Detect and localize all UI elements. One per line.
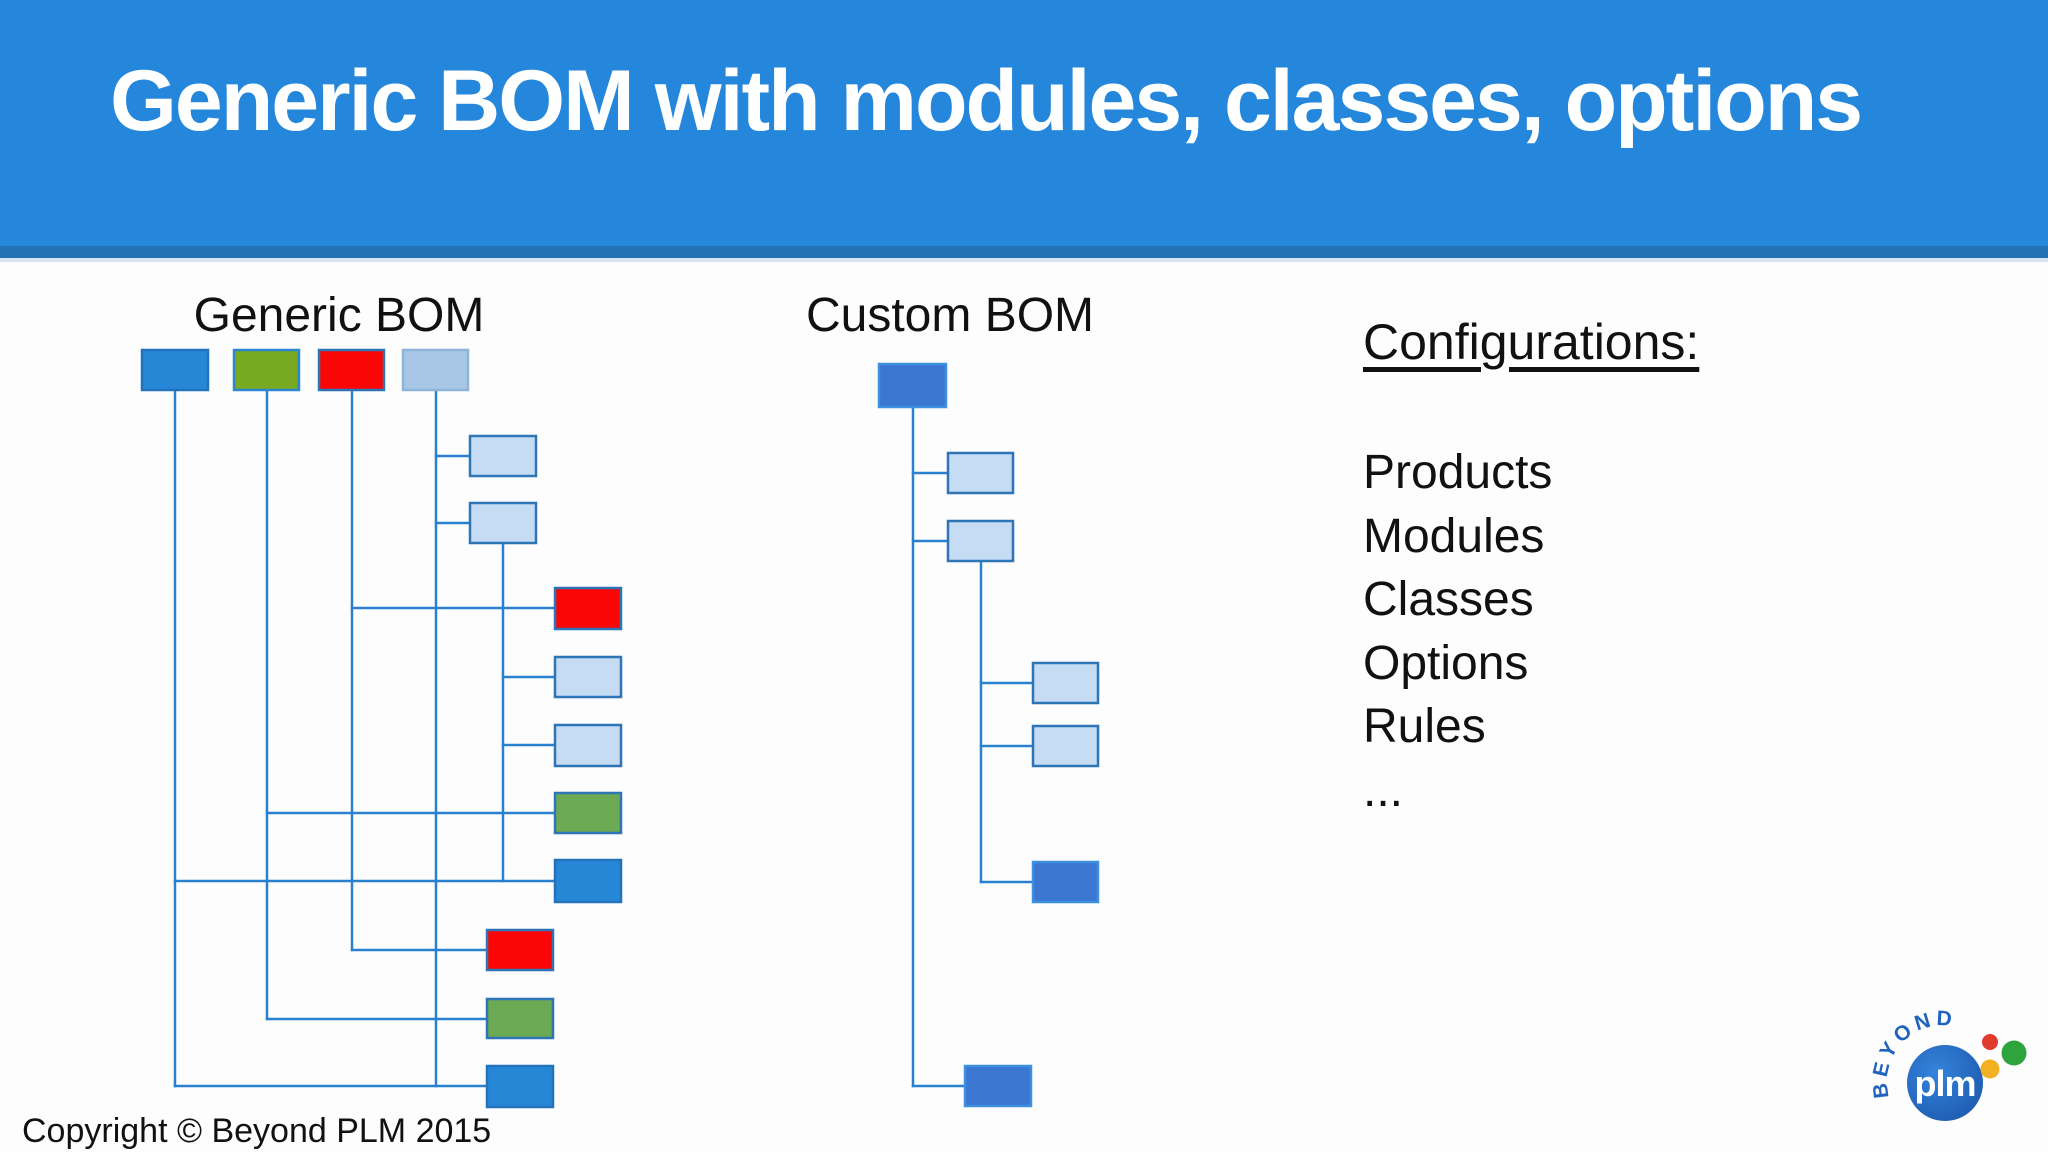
- logo-globe: [1907, 1045, 1983, 1121]
- configurations-item: ...: [1363, 763, 1404, 817]
- generic-leaf-light-1: [553, 655, 623, 699]
- custom-bom-title: Custom BOM: [805, 289, 1095, 342]
- generic-leaf-light-2: [553, 723, 623, 768]
- generic-leaf-red-1: [553, 586, 623, 631]
- generic-leaf-red-2: [485, 928, 555, 972]
- generic-root-red: [317, 348, 386, 392]
- generic-leaf-green-1: [553, 791, 623, 835]
- configurations-item: Classes: [1363, 573, 1534, 626]
- custom-child-1: [946, 451, 1015, 495]
- generic-leaf-blue-1: [553, 858, 623, 904]
- custom-root: [877, 362, 948, 409]
- generic-root-pale: [401, 348, 470, 392]
- copyright-text: Copyright © Beyond PLM 2015: [22, 1112, 492, 1150]
- generic-leaf-blue-2: [485, 1064, 555, 1109]
- custom-selected-1: [1031, 860, 1100, 904]
- generic-option-b: [468, 501, 538, 545]
- custom-subchild-1: [1031, 661, 1100, 705]
- custom-child-2: [946, 519, 1015, 563]
- logo-dot-yellow: [1980, 1059, 2000, 1079]
- generic-bom-title: Generic BOM: [193, 289, 485, 342]
- generic-root-green: [232, 348, 301, 392]
- beyond-plm-logo: BEYOND plm: [1868, 1007, 2027, 1121]
- logo-badge-text: plm: [1914, 1063, 1975, 1104]
- logo-dot-red: [1982, 1034, 1998, 1050]
- header-accent-band: [0, 246, 2048, 258]
- custom-selected-2: [963, 1064, 1033, 1108]
- header-banner: [0, 0, 2048, 246]
- configurations-item: Options: [1363, 636, 1529, 690]
- configurations-heading: Configurations:: [1363, 314, 1700, 370]
- generic-root-blue: [140, 348, 210, 392]
- custom-subchild-2: [1031, 724, 1100, 768]
- configurations-item: Modules: [1363, 509, 1545, 563]
- custom-bom-tree: [877, 362, 1100, 1108]
- configurations-item: Rules: [1363, 700, 1486, 753]
- configurations-item: Products: [1363, 446, 1553, 499]
- logo-dot-green: [2001, 1040, 2027, 1066]
- header-underline: [0, 258, 2048, 262]
- generic-leaf-green-2: [485, 997, 555, 1040]
- slide-title: Generic BOM with modules, classes, optio…: [110, 53, 1863, 149]
- generic-bom-tree: [140, 348, 623, 1109]
- generic-option-a: [468, 434, 538, 478]
